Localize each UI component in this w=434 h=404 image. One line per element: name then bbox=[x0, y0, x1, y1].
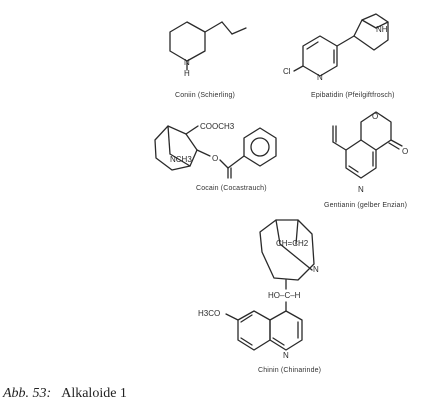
figure-caption: Abb. 53: Alkaloide 1 bbox=[3, 386, 127, 402]
gentianin-name: Gentianin (gelber Enzian) bbox=[324, 202, 407, 209]
figure-caption-text: Alkaloide 1 bbox=[61, 386, 127, 401]
figure-label: Abb. 53: bbox=[3, 386, 52, 401]
cocain-o-atom: O bbox=[212, 154, 218, 163]
cocain-name: Cocain (Cocastrauch) bbox=[196, 185, 267, 192]
coniin-structure: N H Coniin (Schierling) bbox=[169, 21, 247, 99]
structure-drawings: N H Coniin (Schierling) NH Cl N Epibatid… bbox=[154, 13, 408, 374]
chinin-structure: CH=CH2 N HO–C–H H3CO N Chinin (Chinarind… bbox=[198, 219, 321, 374]
epibatidin-name: Epibatidin (Pfeilgiftfrosch) bbox=[311, 92, 395, 99]
cocain-structure: COOCH3 NCH3 O Cocain (Cocastrauch) bbox=[154, 122, 277, 192]
gentianin-n-atom: N bbox=[358, 185, 364, 194]
coniin-n-atom: N bbox=[184, 58, 190, 67]
epibatidin-n-atom: N bbox=[317, 73, 323, 82]
chinin-carbinol-group: HO–C–H bbox=[268, 291, 301, 300]
epibatidin-nh-atom: NH bbox=[376, 25, 388, 34]
chinin-methoxy-group: H3CO bbox=[198, 309, 220, 318]
chinin-bridgehead-n-atom: N bbox=[313, 265, 319, 274]
gentianin-ring-o-atom: O bbox=[372, 112, 378, 121]
cocain-nch3-group: NCH3 bbox=[170, 155, 192, 164]
gentianin-carbonyl-o-atom: O bbox=[402, 147, 408, 156]
epibatidin-structure: NH Cl N Epibatidin (Pfeilgiftfrosch) bbox=[283, 13, 395, 99]
coniin-h-atom: H bbox=[184, 69, 190, 78]
chinin-quinoline-n-atom: N bbox=[283, 351, 289, 360]
cocain-ester-group: COOCH3 bbox=[200, 122, 235, 131]
chinin-name: Chinin (Chinarinde) bbox=[258, 367, 321, 374]
gentianin-structure: O O N Gentianin (gelber Enzian) bbox=[324, 111, 408, 209]
chinin-vinyl-group: CH=CH2 bbox=[276, 239, 309, 248]
coniin-name: Coniin (Schierling) bbox=[175, 92, 235, 99]
epibatidin-cl-atom: Cl bbox=[283, 67, 291, 76]
